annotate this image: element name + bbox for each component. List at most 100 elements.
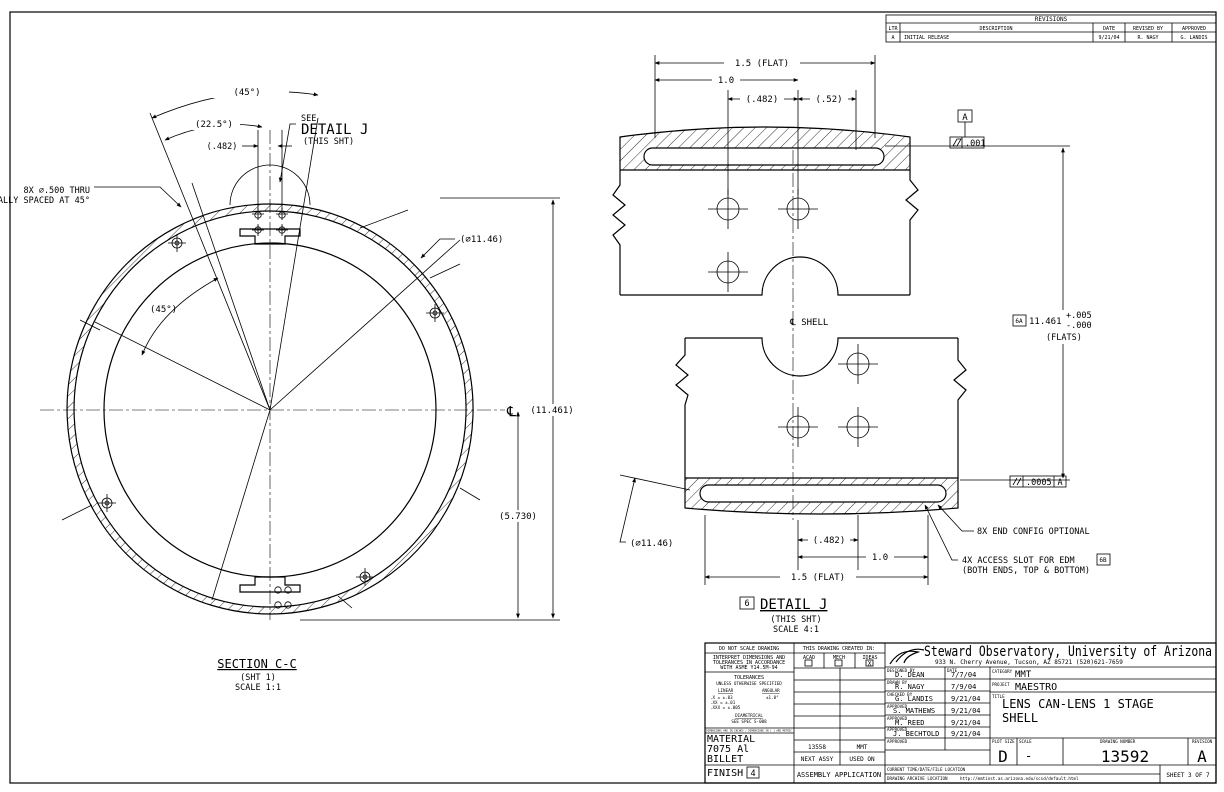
detail-dia-left: (∅11.46) — [630, 539, 673, 549]
flatness-icon — [952, 138, 962, 147]
tb-plot: D — [998, 747, 1008, 766]
callout-6b-box — [1096, 553, 1111, 566]
detail-one-top: 1.0 — [718, 76, 734, 86]
rev-col-ltr: LTR — [888, 26, 898, 32]
detail-flats-label: (FLATS) — [1046, 333, 1082, 343]
mech-checkbox — [834, 659, 843, 667]
tb-used-on: USED ON — [849, 756, 875, 763]
steward-logo-icon — [889, 648, 925, 665]
radial-construction-lines — [61, 112, 481, 609]
tb-checked-date: 9/21/04 — [951, 695, 981, 703]
rev-row-date: 9/21/04 — [1098, 35, 1119, 41]
tb-acad: ACAD — [803, 655, 815, 661]
section-scale: SCALE 1:1 — [235, 683, 281, 693]
tb-category-label: CATEGORY — [992, 669, 1013, 674]
section-dim-482: (.482) — [207, 142, 238, 152]
section-angle-inner: (45°) — [150, 305, 177, 315]
parallel-datum: A — [1057, 478, 1062, 488]
tb-designed-label: DESIGNED BY — [887, 668, 915, 673]
tb-plot-label: PLOT SIZE — [992, 739, 1015, 744]
section-dia: (∅11.46) — [460, 235, 503, 245]
angle-45-inner-arc — [141, 277, 219, 356]
top-flat — [239, 228, 301, 245]
bottom-body-outline — [675, 337, 967, 478]
detail-flat-top: 1.5 (FLAT) — [735, 59, 789, 69]
tb-archive-label: DRAWING ARCHIVE LOCATION — [887, 776, 948, 781]
detail-cl-shell: ℄ SHELL — [789, 318, 828, 328]
section-see-3: (THIS SHT) — [303, 137, 354, 147]
finish-callout-box — [746, 766, 760, 779]
tb-checked: G. LANDIS — [895, 695, 933, 703]
tb-ideas-mark: X — [868, 661, 872, 668]
tb-see-spec: SEE SPEC S-008 — [731, 719, 767, 724]
sheet-border — [9, 11, 1217, 784]
flat-holes — [252, 208, 292, 609]
tb-title-label: TITLE — [992, 694, 1005, 699]
tb-finish-callout: 4 — [750, 769, 755, 779]
tb-interpret-3: WITH ASME Y14.5M-94 — [720, 665, 777, 671]
section-see-2: DETAIL J — [301, 122, 368, 138]
detail-482-top: (.482) — [746, 95, 779, 105]
tb-finish-label: FINISH — [707, 768, 743, 779]
tb-ideas: IDEAS — [862, 655, 877, 661]
tb-tol-1b: ±1.0° — [766, 695, 779, 700]
tb-assembly: ASSEMBLY APPLICATION — [797, 771, 881, 779]
tb-dwg-label: DRAWING NUMBER — [1100, 739, 1136, 744]
ideas-checkbox — [865, 659, 874, 667]
tb-mech: MECH — [833, 655, 845, 661]
tb-current-label: CURRENT TIME/DATE/FILE LOCATION — [887, 767, 966, 772]
detail-flats-dim: 11.461 — [1029, 317, 1062, 327]
detail-title: DETAIL J — [760, 597, 827, 613]
tb-interpret-1: INTERPRET DIMENSIONS AND — [713, 655, 785, 661]
top-body-outline — [612, 170, 919, 296]
tb-approved-label-1: APPROVED — [887, 704, 908, 709]
rev-col-description: DESCRIPTION — [979, 26, 1012, 32]
parallel-frame — [1009, 475, 1067, 488]
detail-tol-minus: -.000 — [1066, 321, 1092, 331]
tb-material-1: 7075 Al — [707, 744, 749, 755]
detail-end-config: 8X END CONFIG OPTIONAL — [977, 527, 1090, 537]
section-holes-1: 8X ∅.500 THRU — [23, 186, 90, 196]
tb-checked-label: CHECKED BY — [887, 692, 913, 697]
detail-one-bot: 1.0 — [872, 553, 888, 563]
tb-designed-date: 7/7/04 — [951, 671, 976, 679]
top-holes — [708, 189, 818, 292]
tb-material-2: BILLET — [707, 754, 743, 765]
tb-title-1: LENS CAN-LENS 1 STAGE — [1002, 697, 1154, 711]
rev-row-revised-by: R. NAGY — [1137, 35, 1158, 41]
tb-appr-2: M. REED — [895, 719, 925, 727]
tb-appr-3-date: 9/21/04 — [951, 730, 981, 738]
tb-dwg: 13592 — [1101, 747, 1149, 766]
rev-row-approved: G. LANDIS — [1180, 35, 1207, 41]
tb-approved-label-3: APPROVED — [887, 727, 908, 732]
section-sub: (SHT 1) — [240, 673, 276, 683]
detail-access-1: 4X ACCESS SLOT FOR EDM — [962, 556, 1075, 566]
detail-scale: SCALE 4:1 — [773, 625, 819, 635]
section-see-1: SEE — [301, 114, 316, 124]
callout-6: 6 — [744, 599, 749, 609]
tb-tol-1: .X = ±.03 — [710, 695, 733, 700]
callout-6a-box — [1012, 314, 1027, 327]
tb-approved-label-4: APPROVED — [887, 739, 908, 744]
section-height: (11.461) — [530, 406, 573, 416]
tb-scale-label: SCALE — [1019, 739, 1032, 744]
tb-sheet: SHEET 3 OF 7 — [1166, 772, 1210, 779]
bottom-slot — [699, 484, 947, 503]
tb-rev: A — [1197, 747, 1207, 766]
detail-j-view: A .001 .0005 A 1.5 (FLAT) 1.0 (.482) (.5… — [612, 55, 1111, 635]
tb-archive-url: http://mmtinst.as.arizona.edu/scsd/defau… — [960, 776, 1079, 781]
revisions-table: REVISIONS LTR DESCRIPTION DATE REVISED B… — [885, 14, 1217, 43]
section-half-height: (5.730) — [499, 512, 537, 522]
tb-appr-1: S. MATHEWS — [893, 707, 935, 715]
tb-date-label: DATE — [947, 668, 958, 673]
rev-col-date: DATE — [1103, 26, 1115, 32]
flatness-frame — [949, 136, 985, 149]
bottom-flat — [239, 576, 301, 593]
tb-designed: D. DEAN — [895, 671, 925, 679]
tb-created-in: THIS DRAWING CREATED IN: — [803, 646, 875, 652]
parallel-value: .0005 — [1026, 478, 1052, 488]
detail-flat-bot: 1.5 (FLAT) — [791, 573, 845, 583]
tb-dims-note: DIMENSIONS ARE IN INCHES / DIMENSIONS IN… — [706, 729, 792, 733]
tb-no-scale: DO NOT SCALE DRAWING — [719, 646, 779, 652]
